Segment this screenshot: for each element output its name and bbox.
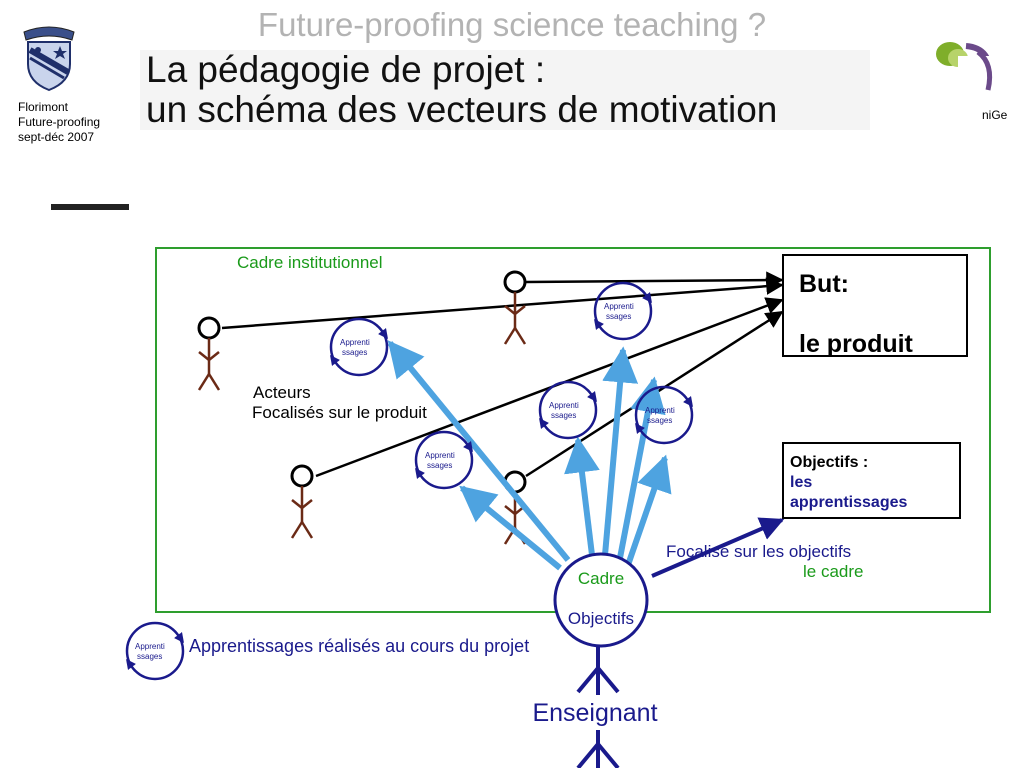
goal-box bbox=[782, 254, 968, 357]
motivation-vector-arrow bbox=[625, 454, 672, 566]
svg-text:ssages: ssages bbox=[551, 411, 576, 420]
teacher-focus-label-line-2: le cadre bbox=[803, 562, 863, 581]
slide-title-background bbox=[140, 50, 870, 130]
legend-label: Apprentissages réalisés au cours du proj… bbox=[189, 636, 529, 656]
svg-text:Apprenti: Apprenti bbox=[425, 451, 455, 460]
actor-figure bbox=[503, 270, 527, 346]
actor-figure bbox=[290, 464, 314, 540]
frame-label: Cadre institutionnel bbox=[237, 253, 383, 272]
svg-text:ssages: ssages bbox=[342, 348, 367, 357]
teacher-to-objectives-arrow bbox=[651, 517, 785, 578]
goal-label-line-2: le produit bbox=[799, 330, 914, 358]
slide-title: La pédagogie de projet : un schéma des v… bbox=[146, 50, 777, 130]
learning-cycle-icon: Apprenti ssages bbox=[595, 283, 651, 339]
motivation-vector-arrow bbox=[459, 485, 562, 571]
school-crest-logo bbox=[23, 26, 75, 92]
teacher-circle bbox=[553, 552, 649, 648]
teacher-circle-label-line-2: Objectifs bbox=[568, 609, 634, 628]
objectives-label-line-3: apprentissages bbox=[790, 494, 907, 511]
svg-text:ssages: ssages bbox=[606, 312, 631, 321]
svg-text:Apprenti: Apprenti bbox=[549, 401, 579, 410]
svg-text:ssages: ssages bbox=[137, 652, 162, 661]
university-logo-text: niGe bbox=[982, 108, 1008, 122]
goal-label-line-1: But: bbox=[799, 270, 849, 298]
learning-cycle-icon: Apprenti ssages bbox=[331, 319, 387, 375]
svg-text:ssages: ssages bbox=[427, 461, 452, 470]
slide-title-line-1: La pédagogie de projet : bbox=[146, 49, 546, 90]
svg-text:Apprenti: Apprenti bbox=[604, 302, 634, 311]
objectives-box bbox=[782, 442, 961, 519]
motivation-vector-arrow bbox=[602, 346, 639, 556]
motivation-vector-arrow bbox=[617, 376, 666, 559]
motivation-vector-arrow bbox=[564, 436, 600, 556]
learning-cycle-icon: Apprenti ssages bbox=[636, 387, 692, 443]
svg-text:Apprenti: Apprenti bbox=[340, 338, 370, 347]
svg-text:ssages: ssages bbox=[647, 416, 672, 425]
actors-label-line-1: Acteurs bbox=[253, 383, 311, 402]
teacher-figure bbox=[576, 646, 620, 768]
objectives-label-line-1: Objectifs : bbox=[790, 454, 868, 471]
actor-to-goal-arrow bbox=[221, 277, 784, 330]
learning-cycle-icon: Apprenti ssages bbox=[416, 432, 472, 488]
teacher-label: Enseignant bbox=[532, 699, 657, 727]
accent-bar bbox=[51, 204, 129, 210]
motivation-vector-arrow bbox=[387, 340, 571, 562]
course-dates: sept-déc 2007 bbox=[18, 130, 95, 144]
teacher-circle-label-line-1: Cadre bbox=[578, 569, 624, 588]
course-name: Future-proofing bbox=[18, 115, 101, 129]
actors-label-line-2: Focalisés sur le produit bbox=[252, 403, 427, 422]
svg-text:Apprenti: Apprenti bbox=[135, 642, 165, 651]
objectives-label-line-2: les bbox=[790, 474, 812, 491]
university-logo bbox=[936, 42, 998, 100]
actor-to-goal-arrow bbox=[525, 271, 784, 289]
school-name: Florimont bbox=[18, 100, 69, 114]
slide-title-line-2: un schéma des vecteurs de motivation bbox=[146, 89, 778, 130]
svg-text:Apprenti: Apprenti bbox=[645, 406, 675, 415]
learning-cycle-icon: Apprenti ssages bbox=[540, 382, 596, 438]
legend-learning-cycle-icon: Apprenti ssages bbox=[127, 623, 183, 679]
actor-figure bbox=[197, 316, 221, 392]
teacher-focus-label-line-1: Focalise sur les objectifs bbox=[666, 542, 851, 561]
school-info: Florimont Future-proofing sept-déc 2007 bbox=[18, 100, 100, 145]
presentation-title: Future-proofing science teaching ? bbox=[257, 6, 767, 43]
